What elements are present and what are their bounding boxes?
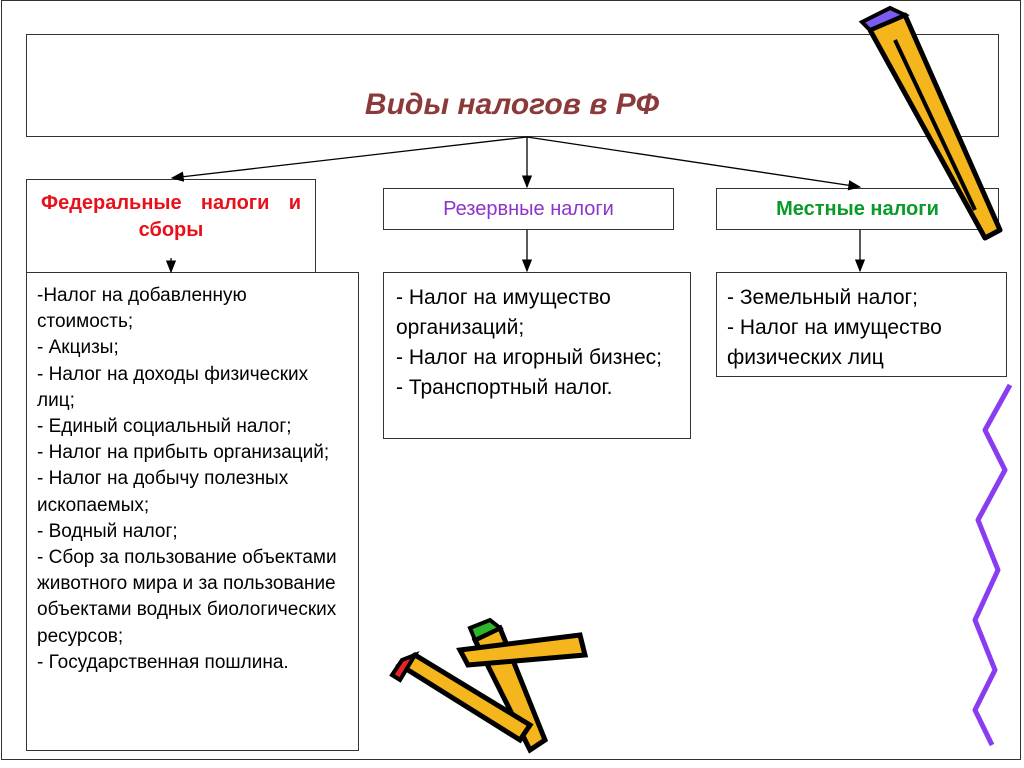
purple-squiggle (972, 383, 1013, 747)
list-item: - Налог на имущество организаций; (396, 286, 611, 339)
list-item: - Налог на доходы физических лиц; (37, 363, 309, 411)
list-item: - Сбор за пользование объектами животног… (37, 547, 337, 647)
list-item: - Налог на имущество физических лиц (727, 316, 942, 369)
local-heading: Местные налоги (716, 188, 999, 230)
local-list: - Земельный налог; - Налог на имущество … (716, 272, 1007, 377)
pencil-icon (389, 651, 534, 744)
list-item: - Государственная пошлина. (37, 651, 289, 673)
federal-list: -Налог на добавленную стоимость; - Акциз… (26, 272, 359, 751)
list-item: - Водный налог; (37, 520, 178, 542)
pencil-icon (456, 632, 589, 668)
list-item: - Земельный налог; (727, 286, 918, 309)
list-item: - Акцизы; (37, 337, 119, 359)
list-item: - Единый социальный налог; (37, 416, 292, 438)
list-item: - Налог на добычу полезных ископаемых; (37, 468, 289, 516)
list-item: - Транспортный налог. (396, 376, 613, 399)
list-item: -Налог на добавленную стоимость; (37, 285, 247, 333)
arrow-to-local (526, 136, 862, 191)
arrow-to-federal (170, 136, 528, 182)
slide-title: Виды налогов в РФ (364, 88, 660, 121)
pencil-icon (858, 5, 1003, 241)
list-item: - Налог на игорный бизнес; (396, 346, 662, 369)
reserve-heading: Резервные налоги (383, 188, 674, 230)
title-box (26, 34, 999, 137)
reserve-list: - Налог на имущество организаций; - Нало… (383, 272, 691, 439)
list-item: - Налог на прибыть организаций; (37, 442, 330, 464)
